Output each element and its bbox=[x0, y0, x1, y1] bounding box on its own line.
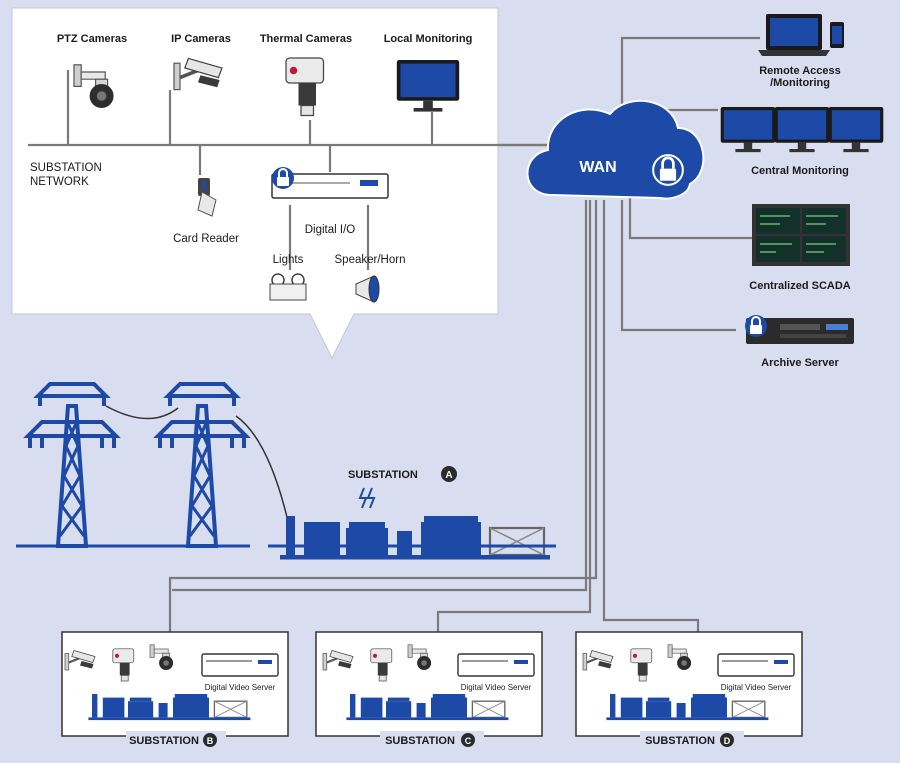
substation-d-label: SUBSTATION bbox=[645, 735, 715, 747]
substation-d-badge bbox=[720, 733, 734, 747]
substation-a: SUBSTATION A bbox=[268, 466, 556, 561]
substation-c-label: SUBSTATION bbox=[385, 735, 455, 747]
dvs-label: Digital Video Server bbox=[721, 683, 792, 692]
substation-c-panel: Digital Video Server SUBSTATION C bbox=[315, 631, 543, 747]
archive-server-icon bbox=[746, 318, 854, 344]
dvs-label: Digital Video Server bbox=[461, 683, 532, 692]
card-reader-label: Card Reader bbox=[173, 233, 239, 245]
digital-video-server-icon bbox=[717, 653, 795, 677]
digital-video-server-icon bbox=[201, 653, 279, 677]
remote-access-group: Remote Access /Monitoring bbox=[758, 14, 844, 89]
lights-icon bbox=[269, 273, 307, 301]
substation-c-badge bbox=[461, 733, 475, 747]
lights-label: Lights bbox=[273, 254, 304, 266]
laptop-icon bbox=[758, 14, 830, 56]
substation-a-badge bbox=[441, 466, 457, 482]
ptz-cameras-label: PTZ Cameras bbox=[57, 33, 127, 45]
phone-icon bbox=[830, 22, 844, 48]
remote-access-label-line1: Remote Access bbox=[759, 65, 841, 77]
scada-screens-icon bbox=[752, 204, 850, 266]
substation-network-panel: PTZ Cameras IP Cameras Thermal Cameras L… bbox=[11, 7, 560, 360]
archive-server-label: Archive Server bbox=[761, 357, 839, 369]
substation-a-letter: A bbox=[445, 470, 452, 481]
central-monitoring-group: Central Monitoring bbox=[720, 107, 884, 177]
thermal-cameras-label: Thermal Cameras bbox=[260, 33, 352, 45]
remote-access-label-line2: /Monitoring bbox=[770, 77, 830, 89]
substation-d-letter: D bbox=[724, 736, 731, 746]
transmission-towers bbox=[16, 382, 291, 548]
substation-c-letter: C bbox=[465, 736, 472, 746]
substation-b-badge bbox=[203, 733, 217, 747]
lock-icon bbox=[744, 314, 768, 338]
lock-icon bbox=[271, 166, 295, 190]
digital-video-server-icon bbox=[457, 653, 535, 677]
tower-icon bbox=[26, 382, 118, 548]
speaker-label: Speaker/Horn bbox=[335, 254, 406, 266]
network-label-line2: NETWORK bbox=[30, 176, 89, 188]
wan-cloud: WAN bbox=[526, 99, 705, 200]
substation-a-label: SUBSTATION bbox=[348, 469, 418, 481]
wan-label: WAN bbox=[579, 159, 616, 176]
lightning-icon bbox=[358, 487, 376, 509]
substation-b-label: SUBSTATION bbox=[129, 735, 199, 747]
card-reader-icon bbox=[197, 178, 217, 217]
monitor-icon bbox=[720, 107, 776, 153]
centralized-scada-label: Centralized SCADA bbox=[749, 280, 851, 292]
ip-cameras-label: IP Cameras bbox=[171, 33, 231, 45]
substation-b-letter: B bbox=[207, 736, 214, 746]
archive-server-group: Archive Server bbox=[744, 314, 854, 369]
monitor-icon bbox=[774, 107, 830, 153]
tower-icon bbox=[156, 382, 248, 548]
centralized-scada-group: Centralized SCADA bbox=[749, 204, 851, 292]
monitor-icon bbox=[828, 107, 884, 153]
lock-icon bbox=[652, 154, 684, 186]
substation-b-panel: Digital Video Server SUBSTATION B bbox=[61, 631, 289, 747]
substation-equipment bbox=[278, 514, 552, 561]
network-label-line1: SUBSTATION bbox=[30, 162, 102, 174]
dvs-label: Digital Video Server bbox=[205, 683, 276, 692]
speaker-horn-icon bbox=[355, 275, 380, 303]
local-monitoring-label: Local Monitoring bbox=[384, 33, 473, 45]
digital-io-label: Digital I/O bbox=[305, 224, 356, 236]
substation-d-panel: Digital Video Server SUBSTATION D bbox=[575, 631, 803, 747]
wan-links bbox=[168, 36, 760, 635]
digital-io-device bbox=[271, 173, 389, 199]
central-monitoring-label: Central Monitoring bbox=[751, 165, 849, 177]
